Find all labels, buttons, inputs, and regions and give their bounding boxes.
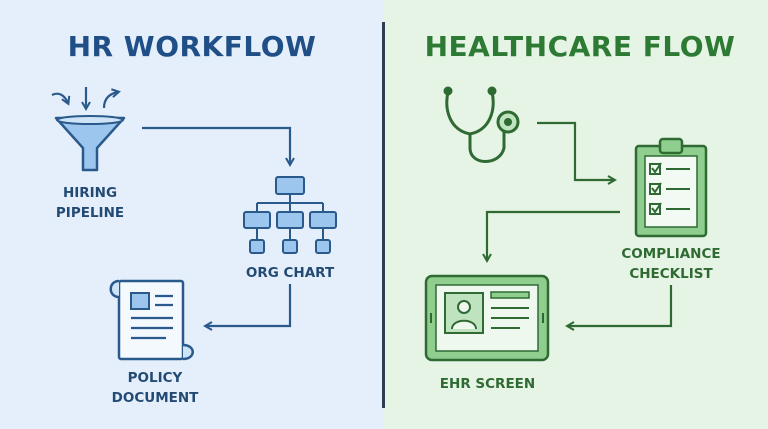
hiring-pipeline-label-line1: HIRING: [62, 185, 118, 201]
panel-divider: [382, 22, 385, 408]
policy-document-label-line1: POLICY: [127, 370, 183, 386]
document-scroll-icon: [109, 279, 194, 361]
compliance-checklist-label: COMPLIANCE CHECKLIST: [606, 244, 736, 284]
compliance-checklist-label-line1: COMPLIANCE: [621, 246, 721, 262]
healthcare-title: HEALTHCARE FLOW: [424, 30, 736, 63]
policy-document-label: POLICY DOCUMENT: [100, 368, 210, 408]
hr-title: HR WORKFLOW: [67, 30, 317, 63]
compliance-checklist-label-line2: CHECKLIST: [629, 266, 713, 282]
funnel-icon: [51, 87, 126, 172]
org-chart-label: ORG CHART: [235, 263, 345, 283]
org-chart-label-line1: ORG CHART: [245, 265, 335, 281]
arrow-checklist-to-ehr-screen: [568, 285, 673, 326]
arrow-checklist-to-ehr: [487, 210, 620, 260]
hiring-pipeline-label-line2: PIPELINE: [55, 205, 125, 221]
ehr-screen-label-line1: EHR SCREEN: [439, 376, 536, 392]
clipboard-checklist-icon: [634, 137, 708, 238]
arrow-hiring-to-org: [142, 126, 290, 164]
hiring-pipeline-label: HIRING PIPELINE: [40, 183, 140, 223]
policy-document-label-line2: DOCUMENT: [111, 390, 199, 406]
tablet-profile-icon: [424, 274, 550, 362]
ehr-screen-label: EHR SCREEN: [425, 374, 550, 394]
stethoscope-icon: [443, 86, 520, 163]
arrow-org-to-policy: [206, 284, 292, 326]
org-chart-icon: [243, 176, 337, 254]
arrow-stethoscope-to-checklist: [537, 121, 614, 180]
